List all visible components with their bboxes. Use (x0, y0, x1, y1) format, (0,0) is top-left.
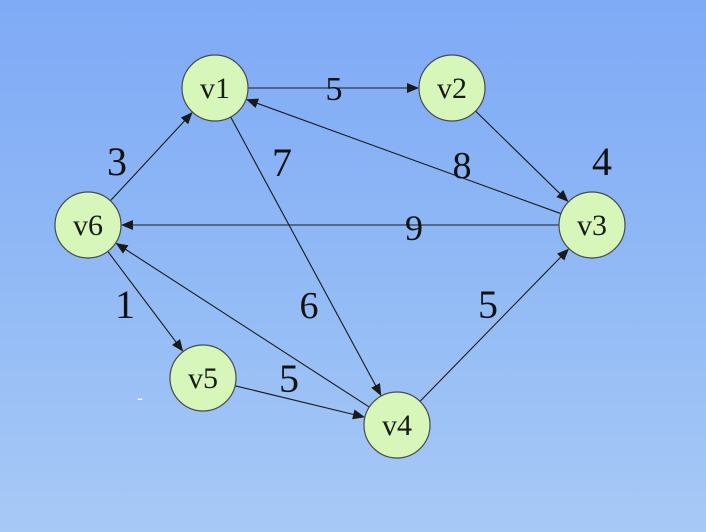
node-label-v6: v6 (73, 209, 103, 242)
edge-v4-to-v6 (115, 242, 370, 408)
node-v4: v4 (363, 391, 431, 459)
stray-mark: - (137, 388, 143, 408)
node-v3: v3 (558, 191, 626, 259)
node-circle-v1 (181, 54, 249, 122)
edge-weight-v3-v6: 9 (405, 208, 423, 248)
node-label-v2: v2 (437, 72, 467, 105)
edge-weight-v4-v3: 5 (478, 282, 498, 327)
node-v6: v6 (54, 191, 122, 259)
edge-v4-to-v3 (419, 248, 569, 402)
edge-weight-v6-v1: 3 (107, 139, 127, 184)
node-label-v3: v3 (577, 209, 607, 242)
node-circle-v6 (54, 191, 122, 259)
node-v5: v5 (169, 344, 237, 412)
nodes-layer: v1 v2 v3 v4 v5 v6 (54, 54, 626, 459)
edge-weight-v1-v2: 5 (326, 71, 343, 108)
edge-v6-to-v5 (107, 251, 184, 352)
edge-weight-v5-v4: 5 (279, 356, 299, 401)
weights-layer: 5 4 89 3 7 6 1 5 5 (107, 71, 612, 401)
node-v1: v1 (181, 54, 249, 122)
edge-v2-to-v3 (475, 110, 569, 202)
node-label-v1: v1 (200, 72, 230, 105)
edge-v1-to-v4 (230, 116, 382, 396)
edge-weight-v6-v5: 1 (115, 282, 135, 327)
node-circle-v3 (558, 191, 626, 259)
edge-v6-to-v1 (109, 112, 193, 202)
edges-layer (107, 83, 569, 420)
edge-v5-to-v4 (234, 385, 365, 420)
node-circle-v5 (169, 344, 237, 412)
edge-weight-v2-v3: 4 (592, 139, 612, 184)
edge-v3-to-v1 (246, 98, 562, 215)
edge-weight-v4-v6: 6 (300, 285, 319, 327)
node-circle-v2 (418, 54, 486, 122)
edge-weight-v1-v4: 7 (272, 140, 292, 185)
edge-weight-v3-v1: 8 (453, 145, 472, 187)
node-circle-v4 (363, 391, 431, 459)
node-v2: v2 (418, 54, 486, 122)
node-label-v5: v5 (188, 362, 218, 395)
node-label-v4: v4 (382, 409, 412, 442)
